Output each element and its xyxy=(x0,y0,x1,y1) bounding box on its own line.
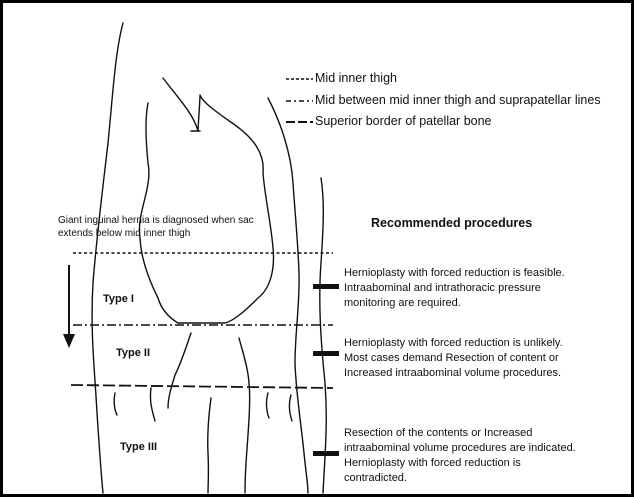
center-leg-contour xyxy=(239,338,250,493)
procedures-heading: Recommended procedures xyxy=(371,216,532,230)
diagnosis-note-line1: Giant inguinal hernia is diagnosed when … xyxy=(58,215,254,226)
right-outer-thigh-outline xyxy=(320,178,326,493)
type2-pointer-arrow xyxy=(313,351,339,356)
diagnosis-note-line2: extends below mid inner thigh xyxy=(58,228,190,239)
center-leg-contour-2 xyxy=(208,398,211,493)
legend-label-patellar-border: Superior border of patellar bone xyxy=(315,114,492,128)
procedure-line: Hernioplasty with forced reduction is fe… xyxy=(344,266,629,281)
type-2-label: Type II xyxy=(116,347,150,359)
procedure-line: Resection of the contents or Increased xyxy=(344,426,629,441)
left-knee-contour xyxy=(168,333,191,408)
type-1-procedure: Hernioplasty with forced reduction is fe… xyxy=(344,266,629,311)
procedure-line: Most cases demand Resection of content o… xyxy=(344,351,629,366)
procedure-line: Hernioplasty with forced reduction is xyxy=(344,456,629,471)
procedure-line: intraabominal volume procedures are indi… xyxy=(344,441,629,456)
legend-label-mid-between: Mid between mid inner thigh and suprapat… xyxy=(315,93,601,107)
procedure-line: contradicted. xyxy=(344,471,629,486)
right-knee-contour-2 xyxy=(289,395,292,421)
left-knee-contour-3 xyxy=(150,388,155,421)
procedure-line: monitoring are required. xyxy=(344,296,629,311)
procedure-line: Intraabominal and intrathoracic pressure xyxy=(344,281,629,296)
type1-pointer-arrow xyxy=(313,284,339,289)
diagram-canvas: Mid inner thigh Mid between mid inner th… xyxy=(3,3,631,494)
hernia-sac-outline xyxy=(139,78,273,323)
type3-pointer-arrow xyxy=(313,451,339,456)
procedure-line: Increased intraabominal volume procedure… xyxy=(344,366,629,381)
patellar-border-line xyxy=(71,385,333,388)
type-3-procedure: Resection of the contents or Increased i… xyxy=(344,426,629,486)
procedure-line: Hernioplasty with forced reduction is un… xyxy=(344,336,629,351)
right-knee-contour xyxy=(266,393,269,418)
right-inner-thigh-outline xyxy=(268,98,308,493)
down-arrow-head xyxy=(63,334,75,348)
type-2-procedure: Hernioplasty with forced reduction is un… xyxy=(344,336,629,381)
legend-label-mid-inner-thigh: Mid inner thigh xyxy=(315,71,397,85)
type-1-label: Type I xyxy=(103,293,134,305)
left-knee-contour-2 xyxy=(114,393,117,415)
left-thigh-outline xyxy=(92,23,123,493)
type-3-label: Type III xyxy=(120,441,157,453)
